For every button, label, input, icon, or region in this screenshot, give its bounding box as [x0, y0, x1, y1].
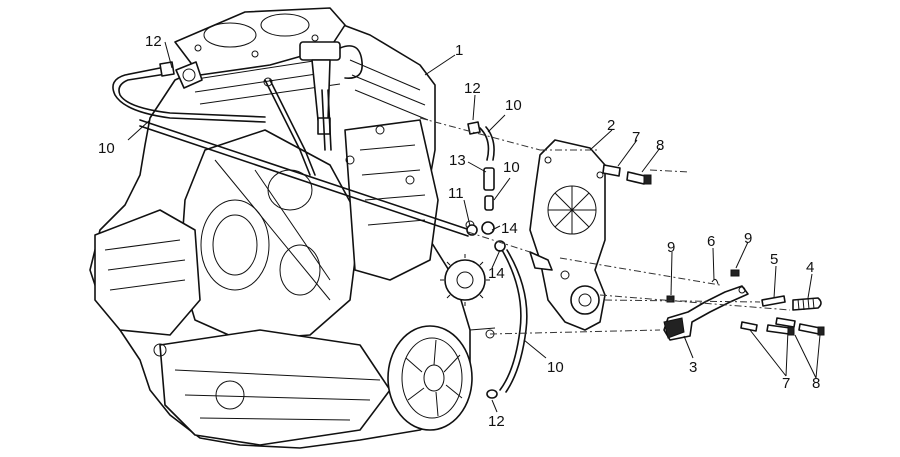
gear-lever — [663, 285, 749, 341]
alignment-lines — [419, 117, 791, 335]
callout-12-top: 12 — [464, 80, 481, 97]
callout-labels: 1 2 3 4 5 6 7 7 8 8 9 9 10 10 10 10 11 1… — [98, 33, 820, 430]
bolt-set-top — [602, 164, 652, 185]
callout-6: 6 — [707, 233, 715, 250]
callout-14-upper: 14 — [501, 220, 518, 237]
callout-2: 2 — [607, 117, 615, 134]
callout-5: 5 — [770, 251, 778, 268]
callout-9-right: 9 — [744, 230, 752, 247]
callout-7-top: 7 — [632, 129, 640, 146]
callout-9-left: 9 — [667, 239, 675, 256]
callout-10-bottom: 10 — [547, 359, 564, 376]
callout-13: 13 — [449, 152, 466, 169]
spring-clip — [711, 278, 719, 285]
callout-12-bottom: 12 — [488, 413, 505, 430]
callout-11: 11 — [448, 185, 464, 202]
callout-10-mid: 10 — [503, 159, 520, 176]
callout-14-lower: 14 — [488, 265, 505, 282]
callout-8-bottom: 8 — [812, 375, 820, 392]
front-sprocket — [440, 254, 490, 306]
screws — [666, 269, 740, 303]
callout-10-top: 10 — [505, 97, 522, 114]
callout-7-bottom: 7 — [782, 375, 790, 392]
callout-10-left: 10 — [98, 140, 115, 157]
callout-8-top: 8 — [656, 137, 664, 154]
callout-3: 3 — [689, 359, 697, 376]
shift-pin — [761, 295, 786, 307]
bolt-set-bottom — [740, 317, 825, 336]
sprocket-cover — [529, 139, 606, 331]
leader-lines — [127, 41, 821, 413]
engine-assembly — [89, 7, 496, 449]
shift-rubber — [792, 297, 822, 311]
callout-1: 1 — [455, 42, 463, 59]
callout-12-left: 12 — [145, 33, 162, 50]
hoses — [112, 67, 528, 393]
callout-4: 4 — [806, 259, 814, 276]
